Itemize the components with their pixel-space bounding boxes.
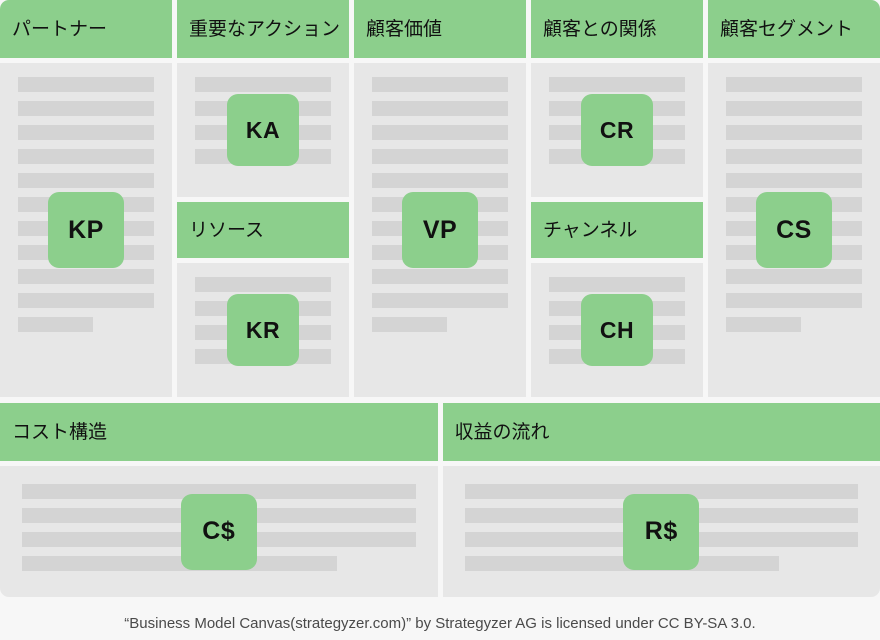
canvas-column-key-activities[interactable]: 重要なアクション KA リソース KR — [177, 0, 349, 397]
block-revenue-streams[interactable]: R$ — [442, 466, 880, 597]
canvas-bottom-region: コスト構造 C$ 収益の流れ R$ — [0, 403, 880, 597]
block-cost-structure[interactable]: C$ — [0, 466, 438, 597]
skeleton-line — [18, 293, 154, 308]
skeleton-line — [372, 173, 508, 188]
skeleton-line — [372, 317, 447, 332]
block-key-activities[interactable]: KA — [177, 63, 349, 197]
skeleton-line — [726, 149, 862, 164]
skeleton-line — [372, 149, 508, 164]
badge-cs[interactable]: CS — [756, 192, 832, 268]
skeleton-line — [726, 317, 801, 332]
badge-ka[interactable]: KA — [227, 94, 299, 166]
sub-header-key-resources: リソース — [177, 202, 349, 258]
skeleton-line — [726, 77, 862, 92]
skeleton-line — [726, 101, 862, 116]
canvas-panel-revenue-streams[interactable]: 収益の流れ R$ — [442, 403, 880, 597]
column-header-key-activities: 重要なアクション — [177, 0, 349, 58]
skeleton-line — [726, 125, 862, 140]
skeleton-line — [464, 556, 780, 571]
canvas-column-value-proposition[interactable]: 顧客価値 VP — [354, 0, 526, 397]
skeleton-line — [372, 125, 508, 140]
skeleton-line — [549, 277, 685, 292]
canvas-column-customer-relationships[interactable]: 顧客との関係 CR チャンネル CH — [531, 0, 703, 397]
skeleton-line — [18, 101, 154, 116]
skeleton-line — [195, 77, 331, 92]
skeleton-line — [18, 125, 154, 140]
block-channels[interactable]: CH — [531, 263, 703, 397]
skeleton-line — [18, 77, 154, 92]
skeleton-line — [726, 173, 862, 188]
skeleton-line — [18, 173, 154, 188]
skeleton-line — [22, 484, 416, 499]
skeleton-line — [372, 293, 508, 308]
skeleton-line — [372, 77, 508, 92]
badge-kr[interactable]: KR — [227, 294, 299, 366]
canvas-panel-cost-structure[interactable]: コスト構造 C$ — [0, 403, 438, 597]
canvas-column-key-partners[interactable]: パートナー KP — [0, 0, 172, 397]
skeleton-line — [372, 269, 508, 284]
skeleton-line — [22, 556, 337, 571]
badge-ch[interactable]: CH — [581, 294, 653, 366]
block-key-resources[interactable]: KR — [177, 263, 349, 397]
panel-header-revenue-streams: 収益の流れ — [442, 403, 880, 461]
skeleton-line — [726, 293, 862, 308]
skeleton-line — [464, 484, 858, 499]
skeleton-line — [18, 317, 93, 332]
sub-header-channels: チャンネル — [531, 202, 703, 258]
block-key-partners[interactable]: KP — [0, 63, 172, 397]
column-header-customer-relationships: 顧客との関係 — [531, 0, 703, 58]
column-header-value-proposition: 顧客価値 — [354, 0, 526, 58]
attribution-caption: “Business Model Canvas(strategyzer.com)”… — [124, 614, 756, 632]
skeleton-line — [372, 101, 508, 116]
skeleton-line — [18, 149, 154, 164]
badge-kp[interactable]: KP — [48, 192, 124, 268]
block-value-proposition[interactable]: VP — [354, 63, 526, 397]
skeleton-line — [549, 77, 685, 92]
skeleton-line — [18, 269, 154, 284]
skeleton-line — [726, 269, 862, 284]
badge-cost[interactable]: C$ — [180, 493, 257, 570]
block-customer-segments[interactable]: CS — [708, 63, 880, 397]
badge-revenue[interactable]: R$ — [623, 493, 700, 570]
canvas-column-customer-segments[interactable]: 顧客セグメント CS — [708, 0, 880, 397]
badge-vp[interactable]: VP — [402, 192, 478, 268]
column-header-key-partners: パートナー — [0, 0, 172, 58]
block-customer-relationships[interactable]: CR — [531, 63, 703, 197]
skeleton-line — [195, 277, 331, 292]
panel-header-cost-structure: コスト構造 — [0, 403, 438, 461]
canvas-top-region: パートナー KP 重要なアクション — [0, 0, 880, 397]
column-header-customer-segments: 顧客セグメント — [708, 0, 880, 58]
badge-cr[interactable]: CR — [581, 94, 653, 166]
